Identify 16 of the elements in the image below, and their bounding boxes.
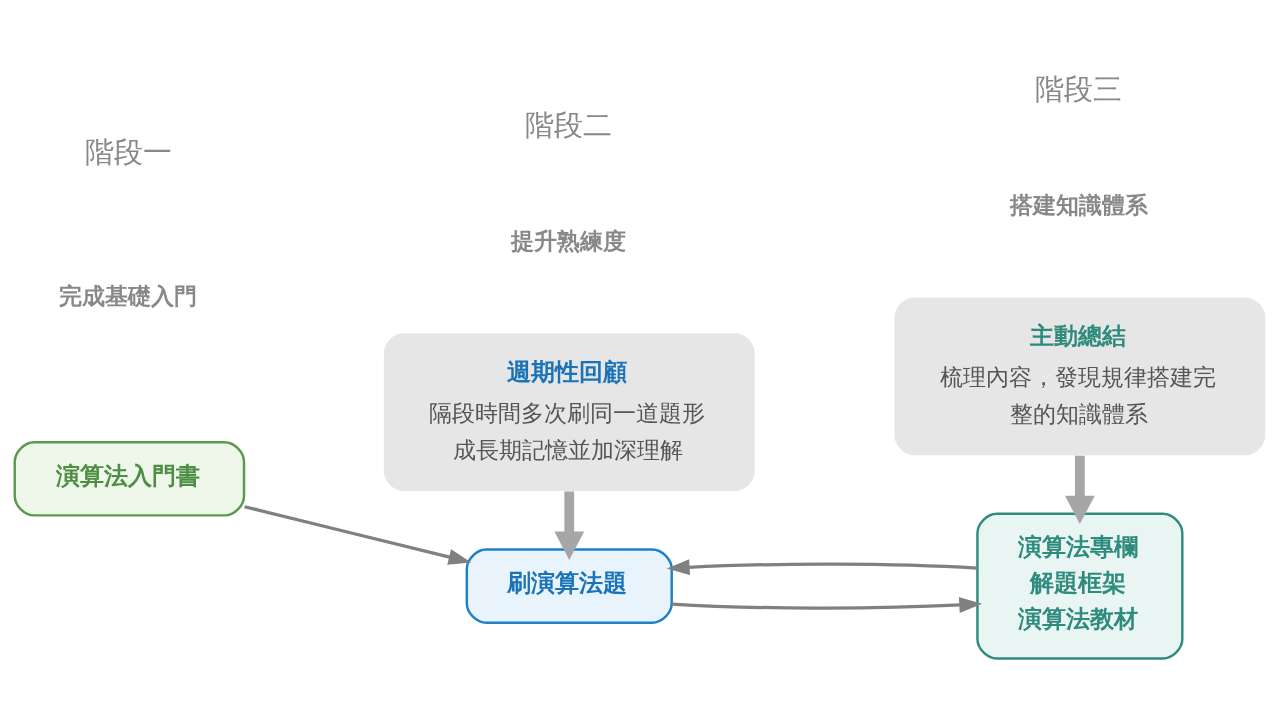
node-box: 主動總結 梳理內容，發現規律搭建完整的知識體系 <box>894 297 1266 455</box>
arrow <box>244 504 472 565</box>
label: 提升熟練度 <box>510 227 626 254</box>
node-box: 週期性回顧 隔段時間多次刷同一道題形成長期記憶並加深理解 <box>383 332 755 491</box>
node-box: 演算法專欄 解題框架 演算法教材 <box>976 512 1184 660</box>
node-box: 演算法入門書 <box>13 440 246 517</box>
label: 階段一 <box>84 134 172 169</box>
node-box: 刷演算法題 <box>465 547 673 624</box>
arrow <box>1064 455 1095 524</box>
arrow <box>671 596 983 613</box>
label: 階段三 <box>1035 71 1123 106</box>
arrow <box>554 491 585 560</box>
label: 階段二 <box>524 107 612 142</box>
label: 完成基礎入門 <box>59 282 198 309</box>
arrow <box>666 558 978 575</box>
label: 搭建知識體系 <box>1009 191 1148 218</box>
